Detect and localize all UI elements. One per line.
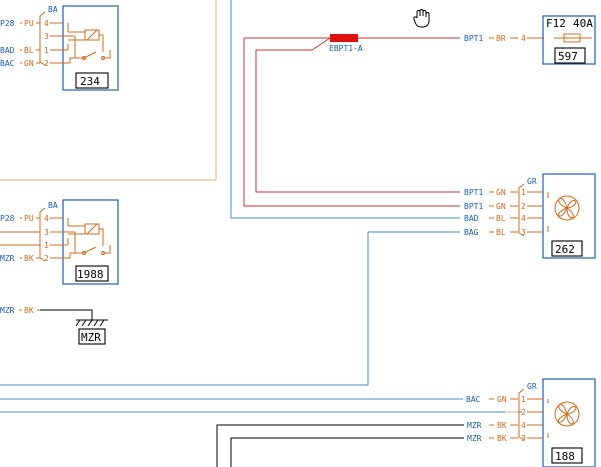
fan-icon — [554, 195, 580, 221]
fan-188-pin1-num: 1 — [521, 395, 526, 404]
fan-262-pin4-wire: BAG — [464, 228, 479, 237]
fan-188-pin1-wire: BAC — [466, 395, 481, 404]
relay-1988-connector: BA — [48, 201, 58, 210]
relay-1988-bracket — [39, 207, 46, 262]
fuse-color: BR — [496, 34, 506, 43]
relay-234-pin1-wire: P28 — [0, 19, 15, 28]
fan-262-pin3-wire: BAD — [464, 214, 479, 223]
relay-1988-pin2-num: 3 — [44, 228, 49, 237]
relay-234-pin4-wire: BAC — [0, 59, 15, 68]
ground-wire-line — [40, 309, 93, 320]
fan-188-ref: 188 — [555, 450, 575, 463]
relay-234-pin3-num: 1 — [44, 46, 49, 55]
fan-188-bracket — [518, 388, 525, 441]
wire-red-branch — [256, 37, 331, 51]
splice-bar — [330, 34, 358, 42]
fan-262-bracket — [518, 183, 525, 237]
fan-262-pin3-num: 4 — [521, 214, 526, 223]
relay-1988-pin3-num: 1 — [44, 241, 49, 250]
fan-262-ref: 262 — [555, 243, 575, 256]
relay-234-connector: BA — [48, 5, 58, 14]
relay-234-pin4-color: GN — [24, 59, 34, 68]
fan-188-body — [542, 378, 596, 467]
fan-188-pin4-color: BK — [497, 434, 507, 443]
relay-234-ref: 234 — [80, 75, 100, 88]
fuse-title: F12 — [546, 17, 566, 30]
relay-1988-pin1-color: PU — [24, 214, 34, 223]
relay-234-bracket — [39, 11, 46, 66]
fan-262-internals — [489, 191, 549, 233]
relay-234-pin2-num: 3 — [44, 32, 49, 41]
splice-ebpt1: EBPT1-A — [329, 34, 363, 53]
fan-188-connector: GR — [527, 382, 537, 391]
fan-188-pin1-color: GN — [497, 395, 507, 404]
fan-188-pin4-num: 3 — [521, 434, 526, 443]
relay-234[interactable]: BA 234 P28 PU 4 3 BAD BL 1 BAC GN 2 — [0, 5, 119, 91]
relay-234-pin4-num: 2 — [44, 59, 49, 68]
fan-262-pin2-color: GN — [496, 202, 506, 211]
relay-1988-ref-box — [75, 265, 109, 282]
fuse-f12[interactable]: BPT1 BR 4 F12 40A 597 — [464, 15, 596, 65]
fuse-ref: 597 — [558, 50, 578, 63]
wire-bag-vertical — [0, 232, 369, 386]
fan-188-ref-box — [551, 447, 583, 464]
fan-188-pin4-wire: MZR — [467, 434, 482, 443]
relay-1988-body — [62, 199, 119, 285]
fan-262-pin3-color: BL — [496, 214, 506, 223]
relay-1988-pin1-wire: P28 — [0, 214, 15, 223]
fan-262-body — [542, 173, 596, 259]
fan-188-icon — [554, 401, 580, 427]
wire-red-outer — [243, 38, 460, 207]
wire-mzr-3 — [230, 437, 464, 467]
fuse-body — [542, 15, 596, 65]
relay-234-ref-box — [75, 72, 109, 89]
fuse-ref-box — [554, 47, 586, 64]
ground-ref: MZR — [81, 331, 101, 344]
hand-cursor-icon — [413, 9, 430, 28]
ground-mzr[interactable]: MZR BK MZR — [0, 306, 108, 345]
fuse-wire: BPT1 — [464, 34, 483, 43]
relay-234-pin3-color: BL — [24, 46, 34, 55]
relay-1988-pin1-num: 4 — [44, 214, 49, 223]
fan-262-pin4-num: 3 — [521, 228, 526, 237]
ground-color: BK — [24, 306, 34, 315]
fan-motor-262[interactable]: GR 262 BPT1 GN 1 BPT1 GN 2 BAD BL 4 BAG … — [464, 173, 596, 259]
fan-262-pin2-num: 2 — [521, 202, 526, 211]
wire-mzr-4 — [216, 424, 464, 467]
relay-234-pin3-wire: BAD — [0, 46, 15, 55]
relay-234-internals — [20, 22, 111, 64]
wire-bad-run — [230, 0, 460, 219]
wire-red-inner — [255, 50, 460, 193]
relay-1988-internals — [0, 217, 111, 259]
fan-262-pin1-num: 1 — [521, 188, 526, 197]
fuse-rating: 40A — [573, 17, 593, 30]
relay-1988[interactable]: BA 1988 P28 PU 4 3 1 MZR BK 2 — [0, 199, 119, 285]
relay-1988-pin4-wire: MZR — [0, 254, 15, 263]
relay-234-pin1-num: 4 — [44, 19, 49, 28]
ground-wire: MZR — [0, 306, 15, 315]
relay-1988-ref: 1988 — [77, 268, 104, 281]
fan-motor-188[interactable]: GR 188 BAC GN 1 2 MZR BK 4 MZR BK 3 — [466, 378, 596, 467]
orange-frame-wire — [0, 0, 217, 181]
fan-188-pin3-num: 4 — [521, 421, 526, 430]
fan-188-pin3-wire: MZR — [467, 421, 482, 430]
fan-262-connector: GR — [527, 177, 537, 186]
ground-symbol — [75, 319, 108, 327]
fan-262-pin4-color: BL — [496, 228, 506, 237]
fan-262-ref-box — [551, 240, 583, 257]
fan-188-pin2-num: 2 — [521, 408, 526, 417]
relay-1988-pin4-num: 2 — [44, 254, 49, 263]
relay-234-pin1-color: PU — [24, 19, 34, 28]
fan-188-internals — [489, 398, 549, 439]
relay-234-body — [62, 5, 119, 91]
fan-262-pin2-wire: BPT1 — [464, 202, 483, 211]
splice-label: EBPT1-A — [329, 44, 363, 53]
ground-ref-box — [78, 328, 106, 345]
fan-188-pin3-color: BK — [497, 421, 507, 430]
relay-1988-pin4-color: BK — [24, 254, 34, 263]
fuse-pin-num: 4 — [521, 34, 526, 43]
fan-262-pin1-color: GN — [496, 188, 506, 197]
fan-262-pin1-wire: BPT1 — [464, 188, 483, 197]
